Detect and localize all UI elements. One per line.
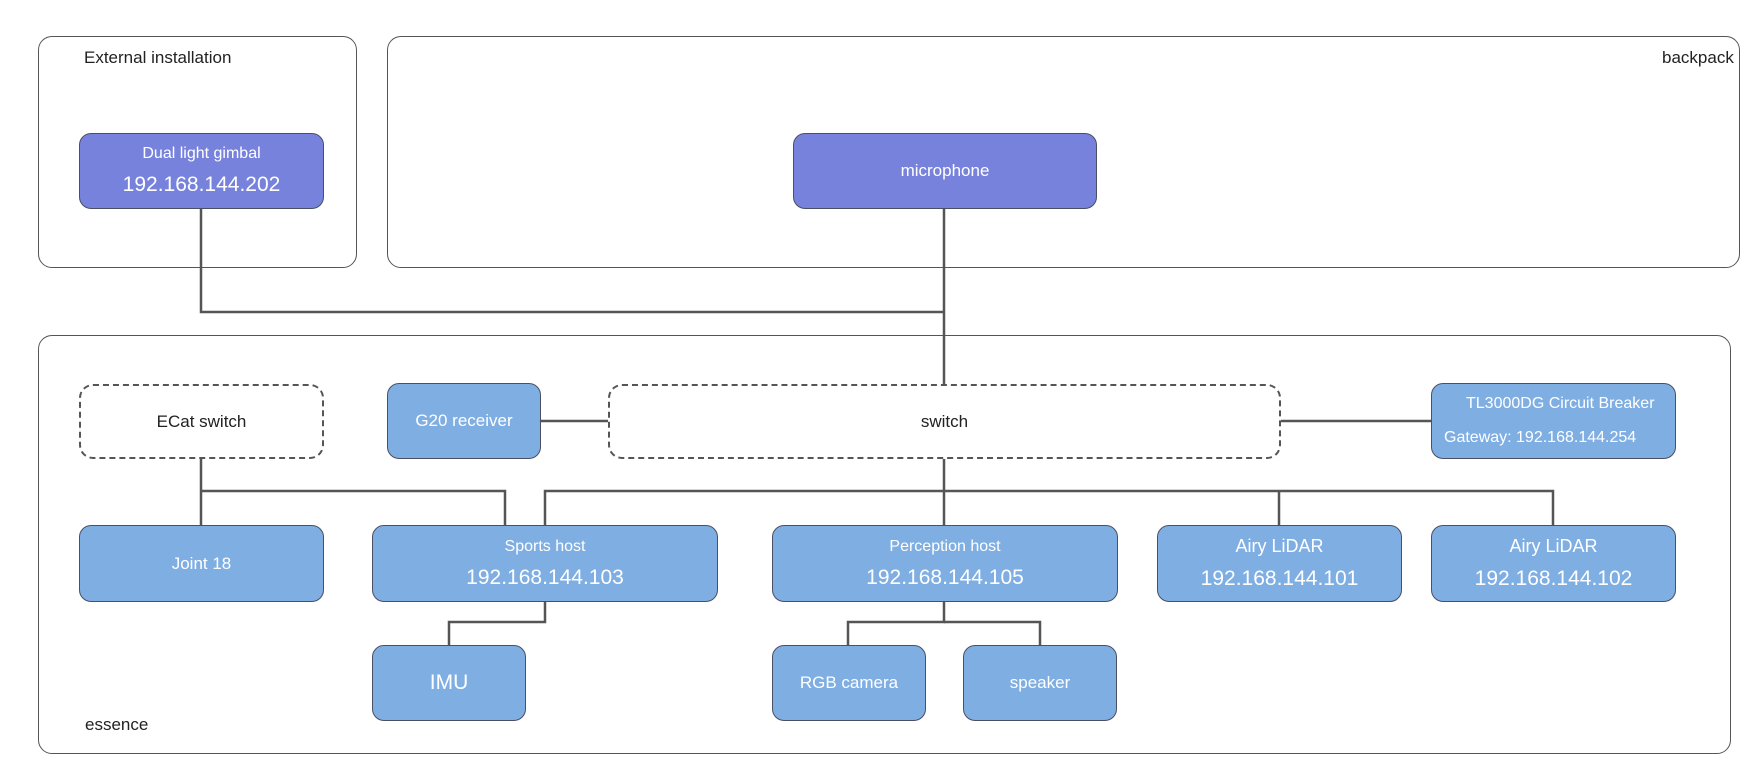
wire-sports-imu bbox=[447, 601, 547, 645]
microphone-node[interactable]: microphone bbox=[793, 133, 1097, 209]
node-title: RGB camera bbox=[799, 673, 899, 692]
external-installation-group bbox=[38, 36, 357, 268]
node-title: Dual light gimbal bbox=[142, 145, 261, 162]
backpack-group bbox=[387, 36, 1740, 268]
node-title: Perception host bbox=[889, 537, 1001, 555]
joint18-node[interactable]: Joint 18 bbox=[79, 525, 324, 602]
node-title: IMU bbox=[429, 671, 469, 694]
node-ip: 192.168.144.202 bbox=[122, 173, 281, 196]
wire-switch-bus bbox=[543, 489, 1555, 525]
airy-lidar-2-node[interactable]: Airy LiDAR 192.168.144.102 bbox=[1431, 525, 1676, 602]
external-installation-label: External installation bbox=[84, 48, 232, 67]
node-ip: 192.168.144.102 bbox=[1474, 567, 1633, 590]
node-ip: 192.168.144.105 bbox=[866, 565, 1024, 589]
speaker-node[interactable]: speaker bbox=[963, 645, 1117, 721]
node-title: ECat switch bbox=[156, 411, 247, 431]
node-title: G20 receiver bbox=[415, 411, 513, 430]
backpack-label: backpack bbox=[1662, 48, 1734, 67]
essence-label: essence bbox=[85, 715, 149, 734]
essence-group bbox=[38, 335, 1731, 754]
node-ip: 192.168.144.103 bbox=[466, 565, 624, 589]
wire-perception-peripherals bbox=[846, 601, 946, 645]
node-gateway: Gateway: 192.168.144.254 bbox=[1444, 429, 1637, 446]
node-title: Joint 18 bbox=[171, 553, 232, 573]
node-title: switch bbox=[920, 411, 969, 431]
perception-host-node[interactable]: Perception host 192.168.144.105 bbox=[772, 525, 1118, 602]
airy-lidar-1-node[interactable]: Airy LiDAR 192.168.144.101 bbox=[1157, 525, 1402, 602]
node-title: Airy LiDAR bbox=[1509, 536, 1598, 556]
rgb-camera-node[interactable]: RGB camera bbox=[772, 645, 926, 721]
wire-ecat-bus bbox=[201, 489, 507, 525]
node-title: Airy LiDAR bbox=[1235, 536, 1324, 556]
node-title: speaker bbox=[1009, 673, 1071, 692]
dual-light-gimbal-node[interactable]: Dual light gimbal 192.168.144.202 bbox=[79, 133, 324, 209]
node-title: Sports host bbox=[504, 537, 586, 555]
g20-receiver-node[interactable]: G20 receiver bbox=[387, 383, 541, 459]
circuit-breaker-node[interactable]: TL3000DG Circuit Breaker Gateway: 192.16… bbox=[1431, 383, 1676, 459]
node-title: TL3000DG Circuit Breaker bbox=[1466, 395, 1655, 412]
wire-gimbal-switch bbox=[199, 208, 944, 314]
node-ip: 192.168.144.101 bbox=[1200, 567, 1359, 590]
imu-node[interactable]: IMU bbox=[372, 645, 526, 721]
ecat-switch-node[interactable]: ECat switch bbox=[79, 384, 324, 459]
node-title: microphone bbox=[900, 161, 990, 180]
wire-perception-speaker bbox=[944, 620, 1042, 645]
switch-node[interactable]: switch bbox=[608, 384, 1281, 459]
sports-host-node[interactable]: Sports host 192.168.144.103 bbox=[372, 525, 718, 602]
